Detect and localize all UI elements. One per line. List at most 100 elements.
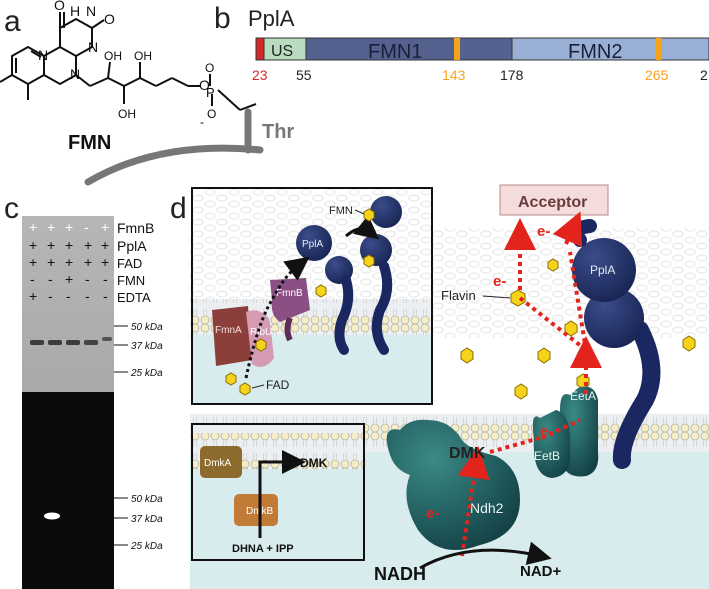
atom-minus: - [200,115,204,129]
nad-label: NAD+ [520,563,561,580]
mark: + [65,237,73,253]
acceptor-label: Acceptor [518,194,587,211]
atom-o-right: O [104,11,115,27]
ppla-domain-bar: US FMN1 FMN2 23 55 143 178 265 2 [252,37,709,83]
fmnb-protein [270,278,310,322]
signal-peptide-segment [255,37,265,61]
fmn-molecule-label: FMN [68,132,111,154]
dmka-label: DmkA [204,458,232,469]
position-23: 23 [252,67,268,83]
ppla-domain-title: PplA [248,6,295,31]
gel-size-markers [114,325,128,546]
mark: + [65,271,73,287]
ndh2-label: Ndh2 [470,500,504,516]
mark: + [65,219,73,235]
gel-row-labels: FmnB PplA FAD FMN EDTA [117,220,154,305]
acceptor-box [499,184,609,216]
nadh-arrow [419,541,552,570]
site-143-marker [454,38,460,60]
position-143: 143 [442,67,466,83]
marker-25-bottom: 25 kDa [130,541,163,552]
mark: - [84,219,89,235]
mark: - [66,288,71,304]
mark: - [48,271,53,287]
ribu-label: RibU [250,327,272,338]
mark: + [29,219,37,235]
electron-label-3: e- [540,423,553,440]
fmn1-domain-segment [305,37,513,61]
mark: + [29,254,37,270]
flavin-leader [482,295,511,299]
position-55: 55 [296,67,312,83]
fluorescent-band [44,512,60,520]
row-label-fmnb: FmnB [117,220,154,236]
flavin-label: Flavin [441,288,476,303]
mark: + [47,237,55,253]
marker-37-bottom: 37 kDa [131,514,163,525]
fmn-structure [0,12,264,186]
row-label-edta: EDTA [117,290,151,305]
mark: - [30,271,35,287]
panel-letter-c: c [4,192,19,225]
atom-o-ester: O [199,77,210,93]
mark: + [65,254,73,270]
dmk-label: DMK [449,445,486,462]
gel-panel [22,216,114,589]
mark: + [47,254,55,270]
eetb-protein: EetB [532,410,571,478]
mark: - [85,288,90,304]
gel-coomassie [22,216,114,392]
band-lane2 [48,340,62,345]
mark: - [103,271,108,287]
row-label-ppla: PplA [117,238,147,254]
ndh2-protein: Ndh2 [386,419,520,550]
fmn-inset-label: FMN [329,205,353,217]
eetb-label: EetB [534,449,560,463]
electron-label-1: e- [537,223,550,240]
flavin-molecules [460,258,696,400]
ppla-main-label: PplA [590,263,615,277]
electron-label-2: e- [493,273,506,290]
gel-marker-labels: 50 kDa 37 kDa 25 kDa 50 kDa 37 kDa 25 kD… [130,322,163,552]
atom-n-top: N [86,3,96,19]
fmn1-domain-label: FMN1 [368,41,422,63]
mark: + [29,288,37,304]
atom-n-bottom: N [70,66,80,82]
inset-dmk-synthesis: DmkA DmkB DMK DHNA + IPP [191,423,365,561]
position-265: 265 [645,67,669,83]
band-lane5 [102,337,112,341]
thr-residue-label: Thr [262,121,294,143]
row-label-fmn: FMN [117,273,145,288]
dmk-inset-label: DMK [300,456,328,470]
nadh-label: NADH [374,564,426,584]
marker-37-top: 37 kDa [131,341,163,352]
atom-oh-1: OH [104,49,122,63]
atom-n-ring: N [88,39,98,55]
atom-o-minus: O [207,107,216,121]
site-265-marker [656,38,662,60]
mark: - [103,288,108,304]
marker-50-bottom: 50 kDa [131,494,163,505]
fmn-atom-labels: H N O O N N N OH OH OH O P O O - FMN Thr [38,0,294,154]
dhna-ipp-label: DHNA + IPP [232,543,294,555]
mark: + [101,254,109,270]
us-domain-label: US [271,43,293,60]
electron-labels: e- e- e- e- [426,223,553,522]
gel-condition-rows: + + + - + [29,219,109,235]
fmna-protein [212,306,252,366]
mark: + [101,219,109,235]
inset-flavinylation: FmnA RibU FmnB PplA FMN FAD [191,187,433,405]
atom-oh-2: OH [118,107,136,121]
atom-o-double: O [205,61,214,75]
position-178: 178 [500,67,524,83]
marker-25-top: 25 kDa [130,368,163,379]
ppla-main-protein: PplA [569,219,661,469]
marker-50-top: 50 kDa [131,322,163,333]
row-label-fad: FAD [117,256,142,271]
mark: + [29,237,37,253]
mark: - [85,271,90,287]
atom-h: H [70,3,80,19]
panel-letter-a: a [4,5,21,38]
ppla-small-label: PplA [302,239,323,250]
